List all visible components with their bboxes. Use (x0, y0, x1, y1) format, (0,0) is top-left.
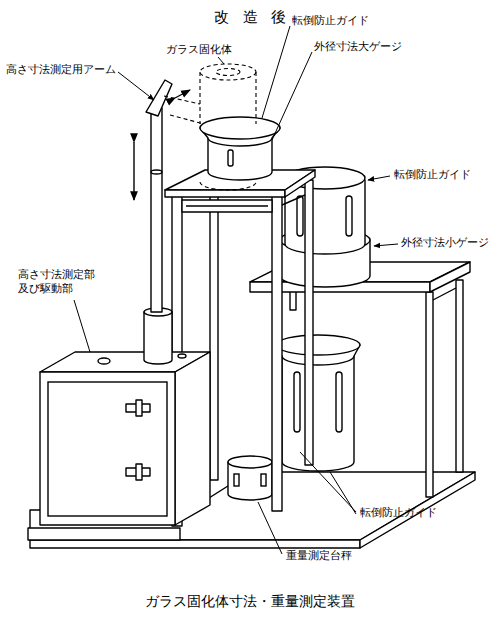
figure-caption: ガラス固化体寸法・重量測定装置 (145, 592, 355, 610)
large-gauge (165, 117, 315, 197)
page-title: 改造後 (214, 8, 300, 28)
shelf-table (250, 262, 470, 497)
upper-guide-small-gauge (280, 167, 370, 287)
leader-lines (74, 26, 398, 554)
lower-guide (276, 335, 360, 471)
callout-label: 重量測定台秤 (286, 549, 352, 563)
glass-body (200, 64, 256, 190)
callout-label: 転倒防止ガイド (394, 168, 471, 182)
drive-cabinet (28, 352, 210, 540)
callout-label: 高さ寸法測定用アーム (6, 63, 116, 77)
callout-label: 高さ寸法測定部 及び駆動部 (18, 268, 104, 297)
callout-label: 外径寸法小ゲージ (401, 236, 489, 250)
height-arm (134, 80, 204, 364)
callout-label: 転倒防止ガイド (360, 506, 437, 520)
callout-label: 外径寸法大ゲージ (314, 40, 402, 54)
callout-label: 転倒防止ガイド (292, 14, 369, 28)
callout-label: ガラス固化体 (166, 43, 232, 57)
